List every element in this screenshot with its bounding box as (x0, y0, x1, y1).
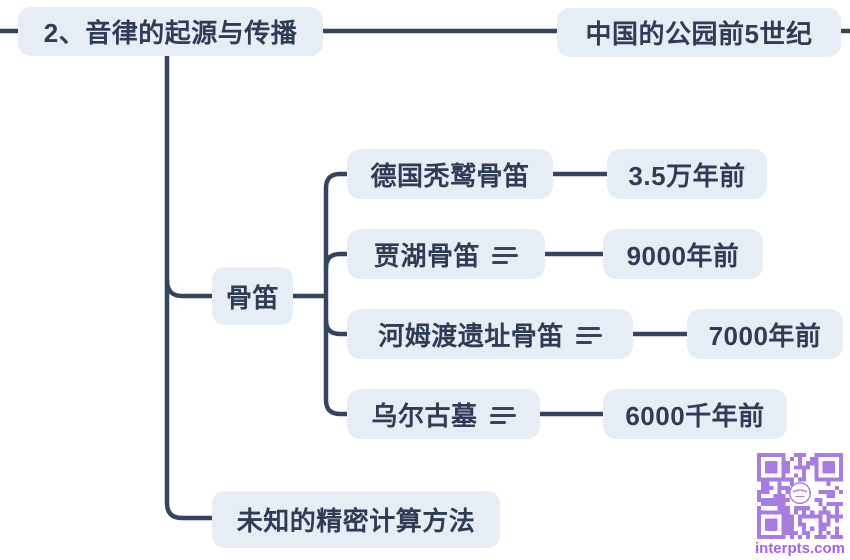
qr-code (757, 453, 843, 539)
node-root[interactable]: 2、音律的起源与传播 (18, 7, 323, 56)
edge-trunk-to-gudi (164, 279, 216, 299)
node-value-hemudu-flute[interactable]: 7000年前 (687, 309, 843, 359)
edge-rake (323, 171, 347, 417)
node-era[interactable]: 中国的公园前5世纪 (557, 8, 841, 57)
node-child-label: 贾湖骨笛 (373, 240, 480, 271)
node-child-hemudu-flute[interactable]: 河姆渡遗址骨笛 (347, 309, 633, 359)
node-era-label: 中国的公园前5世纪 (585, 19, 813, 49)
node-value-label: 6000千年前 (625, 400, 765, 431)
edge-rake-row2 (323, 251, 347, 269)
qr-finder-top-right (814, 453, 843, 482)
node-child-ur-tomb[interactable]: 乌尔古墓 (347, 389, 540, 439)
node-root-label: 2、音律的起源与传播 (43, 18, 298, 48)
edge-rake-row3 (323, 319, 347, 337)
edge-trunk-to-method (164, 50, 216, 521)
notes-icon[interactable] (492, 245, 518, 265)
notes-icon[interactable] (489, 405, 516, 425)
node-value-german-vulture-flute[interactable]: 3.5万年前 (607, 149, 767, 199)
node-child-jiahu-flute[interactable]: 贾湖骨笛 (347, 229, 545, 279)
qr-finder-top-left (757, 453, 786, 482)
qr-code-modules (757, 453, 843, 539)
node-child-german-vulture-flute[interactable]: 德国秃鹫骨笛 (347, 149, 553, 199)
qr-watermark: interpts.com (753, 453, 847, 557)
node-child-label: 德国秃鹫骨笛 (370, 160, 530, 191)
node-value-label: 3.5万年前 (628, 160, 746, 191)
node-child-label: 乌尔古墓 (371, 400, 478, 431)
qr-finder-bottom-left (757, 510, 786, 539)
node-gudi-label: 骨笛 (225, 282, 279, 313)
node-value-label: 7000年前 (708, 320, 822, 351)
node-gudi[interactable]: 骨笛 (212, 267, 293, 325)
node-value-ur-tomb[interactable]: 6000千年前 (603, 389, 787, 439)
node-method-label: 未知的精密计算方法 (236, 506, 476, 536)
node-child-label: 河姆渡遗址骨笛 (378, 320, 564, 351)
qr-center-logo (789, 482, 811, 505)
node-value-label: 9000年前 (626, 240, 740, 271)
node-method[interactable]: 未知的精密计算方法 (212, 491, 500, 548)
node-value-jiahu-flute[interactable]: 9000年前 (603, 229, 763, 279)
notes-icon[interactable] (575, 325, 602, 345)
qr-logo-mark (792, 489, 808, 498)
qr-caption: interpts.com (754, 540, 845, 557)
